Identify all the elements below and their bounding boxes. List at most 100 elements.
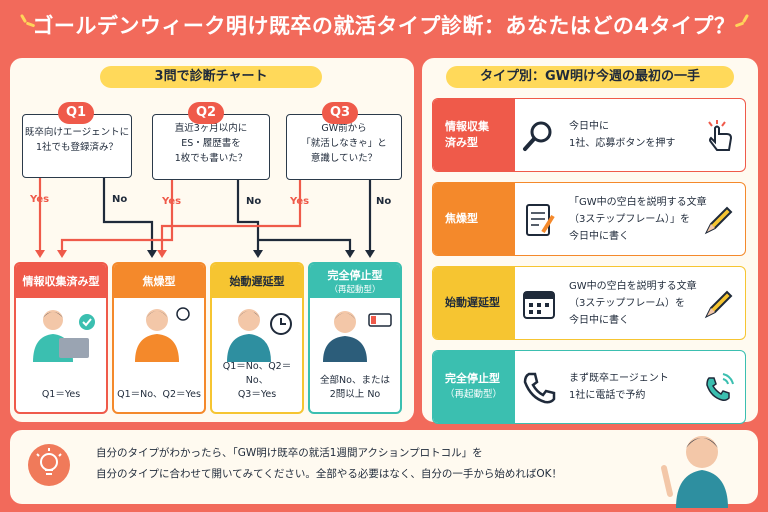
document-pen-icon [526,204,555,236]
result-card-info-gathered: 情報収集済み型 Q1＝Yes [14,262,108,414]
row-action-line: 今日中に [569,121,609,132]
card-condition-line: Q1＝No、Q2＝No、 [222,361,292,386]
row-type-tag: 焦燥型 [433,183,515,255]
page-title: ゴールデンウィーク明け既卒の就活タイプ診断：あなたはどの4タイプ？ [32,14,736,38]
result-card-delayed-start: 始動遅延型 Q1＝No、Q2＝No、 Q3＝Yes [210,262,304,414]
row-action-line: 今日中に書く [569,314,629,326]
q2-badge: Q2 [188,102,224,124]
card-header: 情報収集済み型 [16,264,106,298]
action-row-info-gathered: 情報収集済み型 今日中に 1社、応募ボタンを押す [432,98,746,172]
row-type-tag: 情報収集済み型 [433,99,515,171]
row-action-line: （3ステップフレーム）を [569,297,686,309]
arrow-head [147,250,157,258]
q2-text-line: ES・履歴書を [181,138,241,149]
q1-text-line: 1社でも登録済み？ [35,142,119,153]
card-header: 完全停止型 （再起動型） [310,264,400,298]
row-type-label: 完全停止型 [445,372,500,385]
q3-text-line: 「就活しなきゃ」と [301,138,387,149]
q2-no-label: No [246,196,262,207]
q3-badge: Q3 [322,102,358,124]
pencil-icon [704,290,733,319]
q2-yes-line [60,180,174,252]
row-action-line: （3ステップフレーム）」を [569,213,691,225]
row-action-line: まず既卒エージェント [569,373,669,384]
arrow-head [35,250,45,258]
card-subtitle: （再起動型） [329,285,381,295]
bottom-message: 自分のタイプがわかったら、「GW明け既卒の就活1週間アクションプロトコル」を 自… [96,443,636,485]
arrow-head [365,250,375,258]
bottom-message-panel [10,430,758,504]
card-condition: 全部No、または 2問以上 No [310,374,400,402]
row-action-text: 「GW中の空白を説明する文章 （3ステップフレーム）」を今日中に書く [569,183,707,255]
q2-no-line [236,180,260,252]
card-condition: Q1＝No、Q2＝Yes [114,388,204,402]
card-condition-line: Q1＝No、Q2＝Yes [117,389,201,400]
arrow-head [253,250,263,258]
bottom-message-line: 自分のタイプに合わせて開いてみてください。全部やる必要はなく、自分の一手から始め… [96,468,563,480]
q3-no-label: No [376,196,392,207]
worried-person-icon [135,307,190,362]
action-row-full-stop: 完全停止型 （再起動型） まず既卒エージェント 1社に電話で予約 [432,350,746,424]
card-condition-line: Q3＝Yes [237,389,277,400]
light-bulb-icon [28,444,70,486]
row-type-label: 済み型 [445,136,478,149]
card-condition-line: 2問以上 No [329,389,381,400]
q1-badge: Q1 [58,102,94,124]
row-type-label: 焦燥型 [445,212,478,225]
row-action-line: GW中の空白を説明する文章 [569,280,697,292]
row-type-label: 情報収集 [445,120,489,133]
q3-box: GW前から 「就活しなきゃ」と 意識していた？ [286,114,402,180]
q1-text-line: 既卒向けエージェントに [24,127,130,138]
row-type-tag: 始動遅延型 [433,267,515,339]
q3-text-line: 意識していた？ [310,153,378,164]
row-action-text: まず既卒エージェント 1社に電話で予約 [569,351,669,423]
card-title: 始動遅延型 [229,275,285,288]
q3-no-branch-line [258,238,352,252]
row-type-label: 始動遅延型 [445,296,500,309]
q2-box: 直近3ヶ月以内に ES・履歴書を 1枚でも書いた？ [152,114,270,180]
q3-yes-line [160,180,302,252]
phone-ringing-icon [706,373,734,401]
card-condition-line: 全部No、または [320,375,390,386]
row-action-text: GW中の空白を説明する文章 （3ステップフレーム）を今日中に書く [569,267,697,339]
row-type-label: （再起動型） [445,389,503,400]
tired-person-battery-icon [323,311,392,362]
card-title: 情報収集済み型 [22,275,100,288]
magnifier-icon [523,121,552,151]
row-action-line: 1社に電話で予約 [569,390,646,401]
person-laptop-icon [33,310,95,362]
card-header: 始動遅延型 [212,264,302,298]
click-hand-icon [708,120,733,151]
q2-text-line: 1枚でも書いた？ [174,153,248,164]
card-condition-line: Q1＝Yes [41,389,81,400]
row-action-line: 今日中に書く [569,230,629,242]
card-title: 焦燥型 [142,275,176,288]
card-condition: Q1＝Yes [16,388,106,402]
row-action-text: 今日中に 1社、応募ボタンを押す [569,99,675,171]
arrow-head [345,250,355,258]
card-header: 焦燥型 [114,264,204,298]
q1-no-line [102,178,154,252]
person-clock-icon [227,309,292,362]
row-type-tag: 完全停止型 （再起動型） [433,351,515,423]
pointing-person-icon [661,436,728,508]
card-title: 完全停止型 [327,269,383,282]
q1-box: 既卒向けエージェントに 1社でも登録済み？ [22,114,132,178]
result-card-full-stop: 完全停止型 （再起動型） 全部No、または 2問以上 No [308,262,402,414]
chart-heading: 3問で診断チャート [100,66,322,88]
q1-no-label: No [112,194,128,205]
result-card-impatient: 焦燥型 Q1＝No、Q2＝Yes [112,262,206,414]
bottom-message-line: 自分のタイプがわかったら、「GW明け既卒の就活1週間アクションプロトコル」を [96,447,483,459]
action-row-delayed-start: 始動遅延型 GW中の空白を説明する文章 （3ステップフレーム）を今日中に書く [432,266,746,340]
row-action-line: 1社、応募ボタンを押す [569,138,676,149]
calendar-icon [523,291,555,319]
card-condition: Q1＝No、Q2＝No、 Q3＝Yes [212,360,302,402]
phone-icon [523,372,556,404]
pencil-icon [704,206,733,235]
q3-text-line: GW前から [321,123,367,134]
arrow-head [157,250,167,258]
arrow-head [57,250,67,258]
row-action-line: 「GW中の空白を説明する文章 [569,196,707,208]
action-row-impatient: 焦燥型 「GW中の空白を説明する文章 （3ステップフレーム）」を今日中に書く [432,182,746,256]
